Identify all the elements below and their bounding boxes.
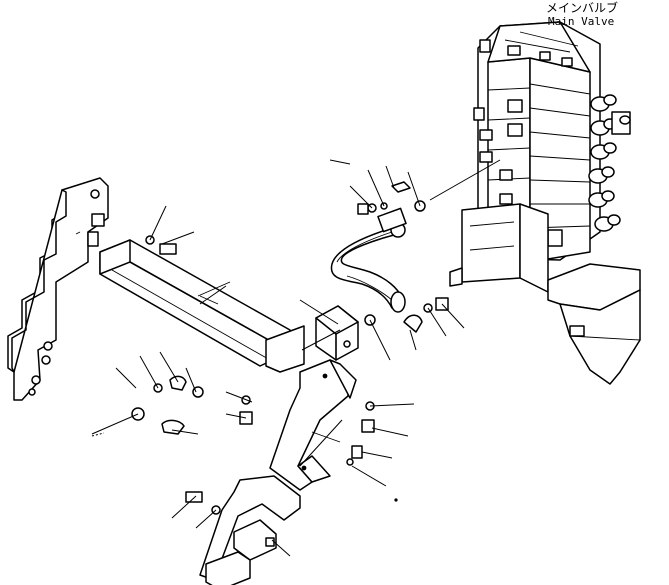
fittings-arm (346, 401, 375, 466)
support-arm (269, 359, 357, 491)
leader-lines (91, 159, 465, 557)
fittings-bottom (364, 297, 449, 333)
hose (330, 207, 407, 313)
valve-mount-bracket (449, 203, 641, 385)
dot-marker (394, 498, 398, 502)
cross-tube (99, 239, 305, 373)
fittings-left (131, 375, 253, 435)
block (315, 305, 359, 361)
main-valve-label-jp: メインバルブ (546, 0, 618, 15)
main-valve-label-en: Main Valve (548, 15, 614, 28)
lower-bracket (199, 475, 301, 585)
leader-line (429, 159, 501, 201)
fittings-top (357, 181, 426, 215)
frame-plate (7, 177, 109, 401)
